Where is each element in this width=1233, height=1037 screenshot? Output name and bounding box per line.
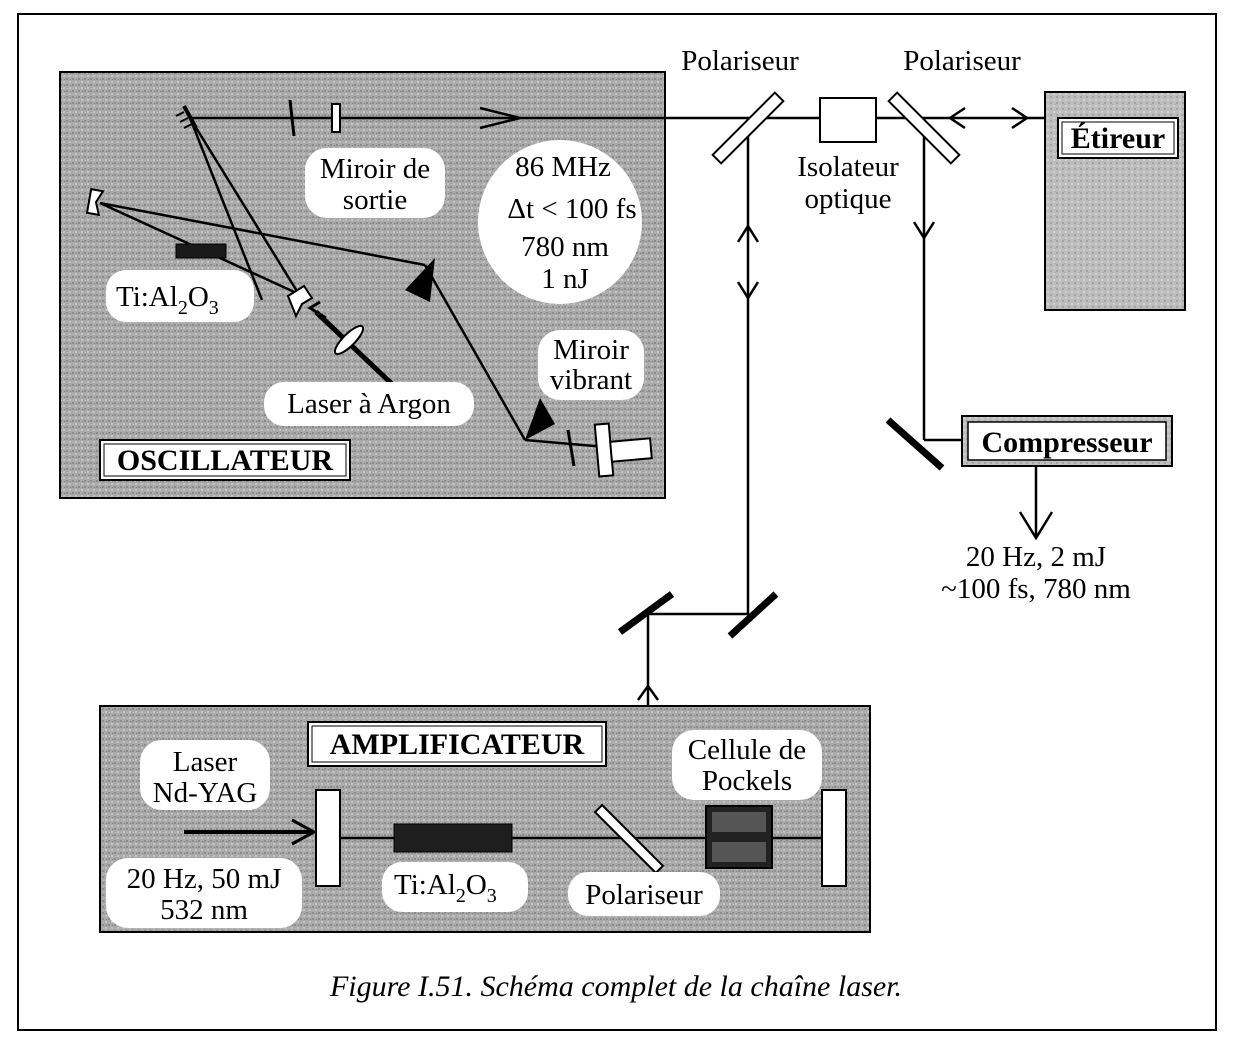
yag-params-2: 532 nm — [160, 894, 248, 926]
amp-left-mirror-icon — [315, 789, 341, 887]
isolator-label-1: Isolateur — [797, 151, 899, 183]
pump-mirror-icon — [286, 284, 314, 319]
compressor-box: Compresseur — [961, 415, 1173, 467]
oscillator-title-box — [99, 439, 351, 481]
oscillator-box: Miroir de sortie 86 MHz Δt < 100 fs 780 … — [59, 71, 666, 499]
oscillator-params-bubble — [478, 140, 642, 304]
pulse-duration: Δt < 100 fs — [507, 193, 636, 225]
stretcher-label: Étireur — [1071, 122, 1165, 155]
rep-rate: 86 MHz — [515, 151, 611, 183]
polarizer-2-icon — [887, 91, 961, 165]
pump-label-bg — [264, 382, 474, 426]
yag-label-2: Nd-YAG — [153, 777, 258, 809]
slit-icon — [566, 429, 576, 467]
amplifier-crystal-icon — [393, 823, 513, 853]
output-mirror-label-2: sortie — [343, 184, 407, 216]
compressor-input-mirror-icon — [885, 417, 945, 471]
beam-arrow — [479, 106, 521, 130]
etalon-icon — [288, 99, 296, 137]
yag-params-1: 20 Hz, 50 mJ — [127, 863, 282, 895]
periscope-mirror-1-icon — [617, 591, 675, 635]
compressor-label: Compresseur — [981, 426, 1152, 459]
stretcher-box: Étireur — [1044, 91, 1186, 311]
output-params-2: ~100 fs, 780 nm — [941, 573, 1131, 605]
amp-polarizer-label-bg — [568, 872, 720, 916]
optical-isolator-icon — [819, 97, 877, 143]
oscillator-title: OSCILLATEUR — [117, 444, 334, 477]
amplifier-title: AMPLIFICATEUR — [330, 728, 585, 761]
end-mirror-icon — [175, 105, 198, 129]
figure-caption: Figure I.51. Schéma complet de la chaîne… — [329, 970, 902, 1003]
vibrating-mirror-label-2: vibrant — [550, 364, 632, 396]
pockels-label-2: Pockels — [702, 765, 792, 797]
pump-lens-icon — [333, 324, 365, 356]
polarizer-1-icon — [711, 91, 785, 165]
isolator-label-2: optique — [805, 183, 892, 215]
argon-laser-label: Laser à Argon — [287, 388, 451, 420]
amplifier-box: Laser Nd-YAG 20 Hz, 50 mJ 532 nm Ti:Al2O… — [99, 705, 871, 933]
wavelength: 780 nm — [521, 231, 609, 263]
output-params-1: 20 Hz, 2 mJ — [966, 541, 1106, 573]
polarizer-1-label: Polariseur — [681, 45, 799, 77]
prism-2-icon — [525, 398, 555, 440]
curved-mirror-icon — [85, 187, 105, 217]
oscillator-crystal-icon — [175, 243, 227, 259]
oscillator-crystal-label-bg — [106, 270, 254, 322]
polarizer-2-label: Polariseur — [903, 45, 1021, 77]
amp-polarizer-icon — [593, 803, 665, 875]
yag-label-bg — [140, 740, 270, 810]
periscope-mirror-2-icon — [727, 591, 779, 639]
output-mirror-label-1: Miroir de — [320, 153, 430, 185]
output-coupler-icon — [331, 103, 341, 133]
amplifier-title-box — [307, 721, 607, 767]
amplifier-crystal-label: Ti:Al2O3 — [394, 869, 497, 907]
amp-crystal-label-bg — [382, 862, 528, 912]
vibrating-mirror-label-bg — [538, 330, 644, 400]
pockels-label-1: Cellule de — [688, 734, 806, 766]
pulse-energy: 1 nJ — [541, 263, 589, 295]
prism-1-icon — [405, 258, 435, 302]
vibrating-mirror-label-1: Miroir — [553, 334, 629, 366]
piezo-actuator-icon — [609, 437, 653, 463]
oscillator-crystal-label: Ti:Al2O3 — [116, 281, 219, 319]
yag-label-1: Laser — [173, 746, 238, 778]
amp-right-mirror-icon — [821, 789, 847, 887]
output-mirror-label-bg — [305, 148, 445, 218]
pump-beam — [314, 310, 394, 386]
amp-polarizer-label: Polariseur — [585, 879, 703, 911]
yag-params-bg — [106, 858, 302, 928]
pockels-label-bg — [672, 730, 822, 800]
